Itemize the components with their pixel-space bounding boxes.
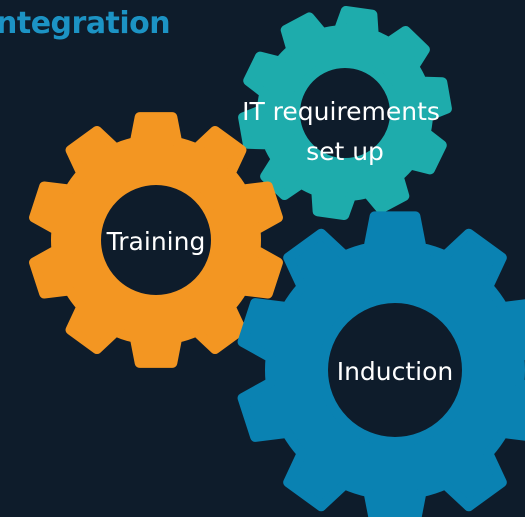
training-gear-label: Training <box>106 227 206 256</box>
induction-gear-label: Induction <box>337 357 454 386</box>
induction-gear-icon: Induction <box>237 211 525 517</box>
induction-label-line-1: Induction <box>337 357 454 386</box>
it-requirements-gear-icon: IT requirements set up <box>238 6 452 220</box>
training-label-line-1: Training <box>106 227 206 256</box>
it-requirements-label-line-1: IT requirements <box>242 97 440 126</box>
it-requirements-label-line-2: set up <box>306 137 384 166</box>
training-gear-icon: Training <box>29 112 283 368</box>
it-requirements-gear-body <box>238 6 452 220</box>
page-title: ntegration <box>0 6 171 41</box>
training-gear-body <box>29 112 283 368</box>
it-requirements-gear-label: IT requirements set up <box>242 97 448 166</box>
induction-gear-body <box>237 211 525 517</box>
